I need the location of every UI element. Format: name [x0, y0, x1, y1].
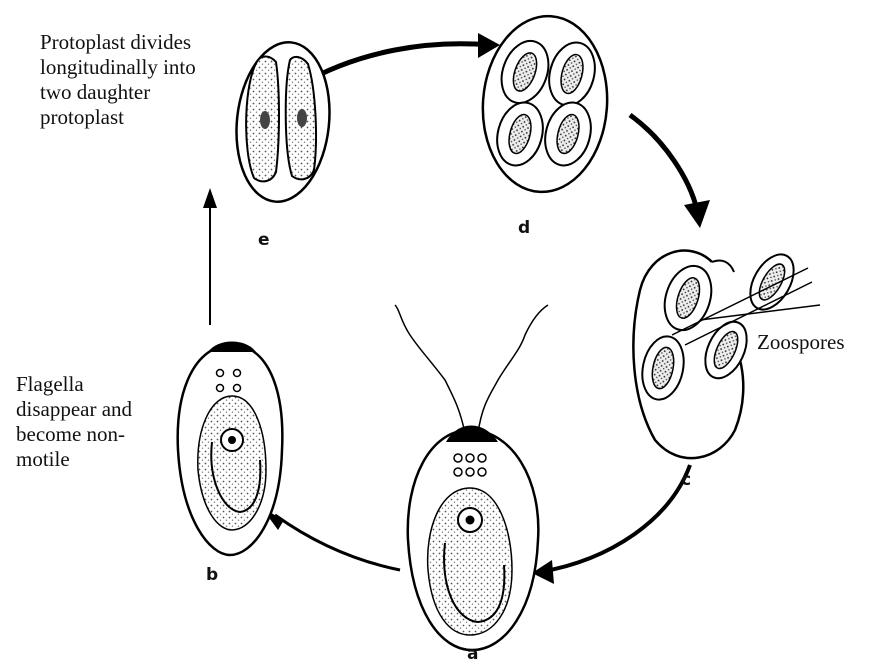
- stage-label-c: c: [681, 470, 691, 490]
- arrow-c-to-a: [540, 465, 690, 572]
- cell-stage-d: [477, 12, 613, 196]
- arrow-d-to-c: [630, 115, 697, 210]
- arrow-a-to-b: [275, 515, 400, 570]
- cell-stage-a: [395, 305, 548, 650]
- cell-stage-e: [229, 38, 337, 207]
- stage-label-b: b: [206, 565, 218, 585]
- protoplast-division-annotation: Protoplast divides longitudinally into t…: [40, 30, 196, 130]
- stage-label-e: e: [258, 230, 270, 250]
- stage-label-a: a: [467, 644, 478, 664]
- flagellum-right: [478, 305, 548, 433]
- zoospores-annotation: Zoospores: [757, 330, 845, 355]
- stage-label-d: d: [518, 218, 530, 238]
- flagella-annotation: Flagella disappear and become non- motil…: [16, 372, 132, 472]
- arrow-e-to-d: [300, 44, 490, 85]
- cell-stage-b: [178, 342, 283, 556]
- flagellum-left: [395, 305, 465, 433]
